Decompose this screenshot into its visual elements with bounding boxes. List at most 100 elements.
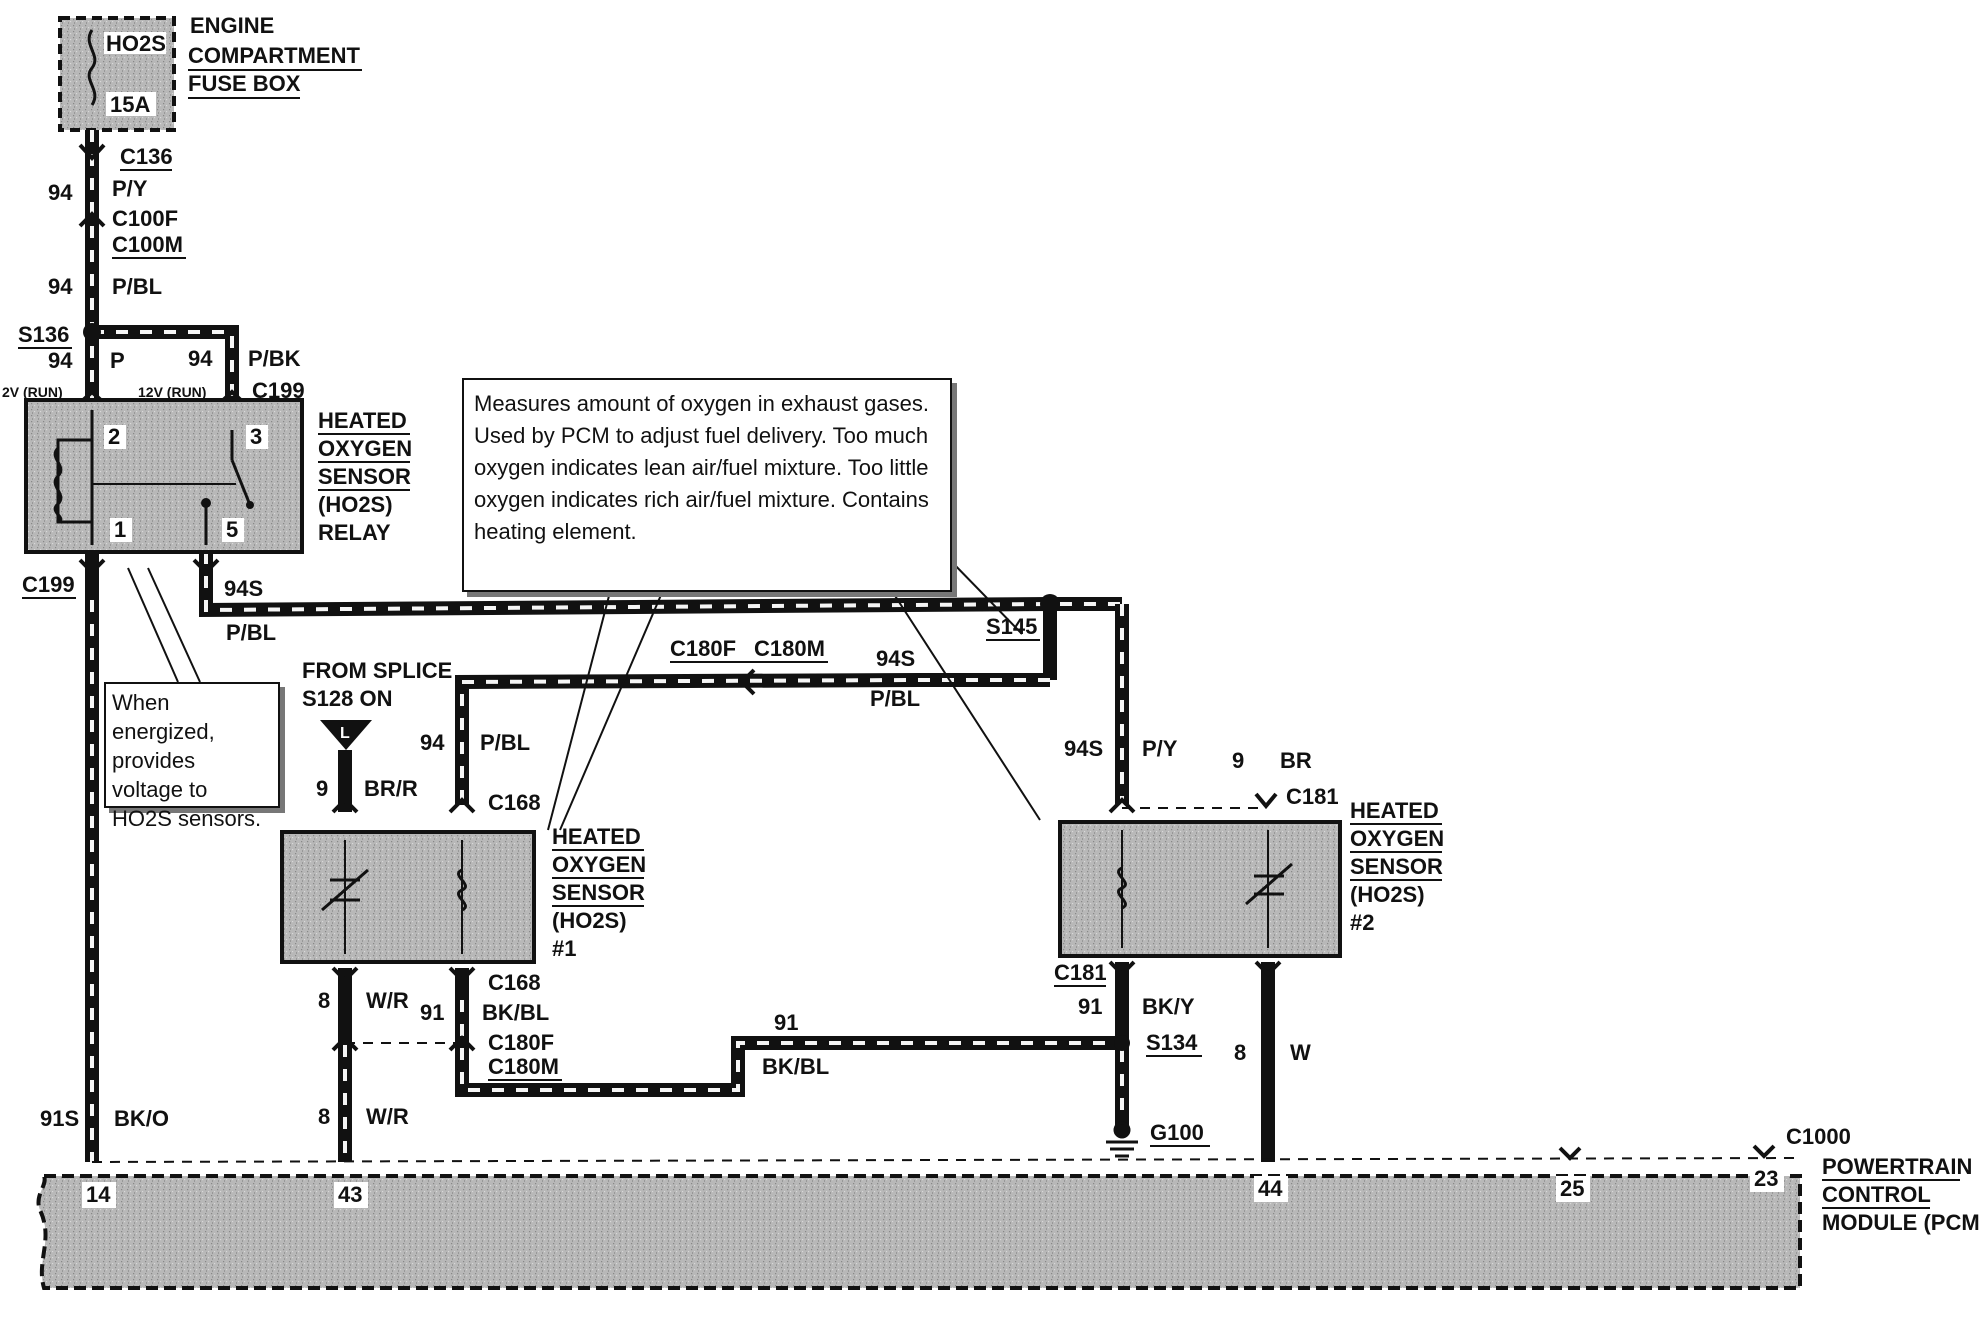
connector-label: C168 <box>488 790 541 815</box>
wire-circuit-label: 94 <box>188 346 213 371</box>
heated-oxygen-sensor-2: HEATED OXYGEN SENSOR (HO2S) #2 <box>1058 798 1444 958</box>
wire-circuit-label: 91S <box>40 1106 79 1131</box>
wire-circuit-label: 94S <box>876 646 915 671</box>
wire-color-label: BK/Y <box>1142 994 1195 1019</box>
pcm-pin-label: 44 <box>1258 1176 1283 1201</box>
relay-voltage-left: 2V (RUN) <box>2 384 63 400</box>
sensor2-title-line: OXYGEN <box>1350 826 1444 851</box>
connector-labels: C136 C100F C100M S136 C199 C199 C180F C1… <box>18 144 1851 1149</box>
fuse-box-title-line: COMPARTMENT <box>188 43 360 68</box>
connector-marks <box>78 143 1776 1161</box>
splice-label: S145 <box>986 614 1037 639</box>
splice-label: S136 <box>18 322 69 347</box>
connector-label: C100F <box>112 206 178 231</box>
wire-color-label: P/BL <box>480 730 530 755</box>
wire-color-label: P/Y <box>1142 736 1178 761</box>
relay-switch-icon <box>230 459 252 506</box>
wire-color-label: W/R <box>366 988 409 1013</box>
heater-element-icon <box>1117 866 1127 910</box>
wire-color-label: W/R <box>366 1104 409 1129</box>
fuse-name: HO2S <box>106 31 166 56</box>
wire-circuit-label: 94 <box>48 274 73 299</box>
wire-color-label: P/BL <box>226 620 276 645</box>
splice-source: FROM SPLICE S128 ON L <box>302 658 452 750</box>
relay-note-text: When energized, provides voltage to HO2S… <box>104 682 280 831</box>
relay-voltage-right: 12V (RUN) <box>138 384 206 400</box>
relay-title-line: RELAY <box>318 520 391 545</box>
relay-pin-label: 1 <box>114 517 126 542</box>
wire-labels: 94 P/Y 94 P/BL 94 P 94 P/BK 94S P/BL 94S… <box>40 176 1312 1131</box>
relay-pin-label: 3 <box>250 424 262 449</box>
connector-label: C1000 <box>1786 1124 1851 1149</box>
relay-title-line: OXYGEN <box>318 436 412 461</box>
wire-circuit-label: 94S <box>1064 736 1103 761</box>
connector-label: C100M <box>112 232 183 257</box>
wire-color-label: P <box>110 348 125 373</box>
fuse-icon <box>87 29 97 106</box>
sensor-description-note: Measures amount of oxygen in exhaust gas… <box>462 378 952 592</box>
wire-circuit-label: 94 <box>48 180 73 205</box>
wire-color-label: BK/BL <box>482 1000 549 1025</box>
wire-color-label: BR <box>1280 748 1312 773</box>
connector-label: C180F <box>488 1030 554 1055</box>
sensor1-title-line: #1 <box>552 936 576 961</box>
sensor1-title-line: SENSOR <box>552 880 645 905</box>
sensor2-title-line: (HO2S) <box>1350 882 1425 907</box>
connector-label: C180M <box>754 636 825 661</box>
wire-color-label: P/BL <box>870 686 920 711</box>
wire-circuit-label: 91 <box>420 1000 444 1025</box>
connector-label: C199 <box>22 572 75 597</box>
wire-color-label: BK/O <box>114 1106 169 1131</box>
heater-element-icon <box>457 868 467 912</box>
connector-label: C181 <box>1054 960 1107 985</box>
wire-color-label: P/Y <box>112 176 148 201</box>
pcm-title-line: MODULE (PCM <box>1822 1210 1980 1235</box>
pcm-title-line: CONTROL <box>1822 1182 1931 1207</box>
connector-label: C181 <box>1286 784 1339 809</box>
wire-color-label: BK/BL <box>762 1054 829 1079</box>
relay-coil-icon <box>53 446 63 524</box>
wire-circuit-label: 91 <box>774 1010 798 1035</box>
connector-label: C199 <box>252 378 305 403</box>
wire-circuit-label: 8 <box>318 1104 330 1129</box>
relay-title-line: (HO2S) <box>318 492 393 517</box>
variable-resistor-icon <box>1245 862 1293 906</box>
relay-pin-label: 5 <box>226 517 238 542</box>
connector-label: C168 <box>488 970 541 995</box>
splice-tag: L <box>340 725 350 742</box>
sensor-note-text: Measures amount of oxygen in exhaust gas… <box>462 378 952 592</box>
powertrain-control-module: 14 43 44 25 23 POWERTRAIN CONTROL MODULE… <box>36 1154 1980 1290</box>
connector-label: C136 <box>120 144 173 169</box>
variable-resistor-icon <box>321 868 369 912</box>
fuse-rating: 15A <box>110 92 150 117</box>
wire-circuit-label: 94S <box>224 576 263 601</box>
engine-compartment-fuse-box: HO2S 15A ENGINE COMPARTMENT FUSE BOX <box>58 13 362 132</box>
pcm-pin-label: 23 <box>1754 1166 1778 1191</box>
wire-lines <box>85 130 1801 1163</box>
pcm-pin-label: 43 <box>338 1182 362 1207</box>
splice-label: S134 <box>1146 1030 1198 1055</box>
relay-pin-label: 2 <box>108 424 120 449</box>
wire-color-label: P/BL <box>112 274 162 299</box>
wire-circuit-label: 94 <box>420 730 445 755</box>
pcm-pin-label: 25 <box>1560 1176 1584 1201</box>
pcm-pin-label: 14 <box>86 1182 111 1207</box>
wire-circuit-label: 9 <box>1232 748 1244 773</box>
wire-circuit-label: 91 <box>1078 994 1102 1019</box>
wire-circuit-label: 8 <box>318 988 330 1013</box>
splice-dots <box>83 323 1130 1051</box>
sensor2-title-line: SENSOR <box>1350 854 1443 879</box>
relay-title-line: SENSOR <box>318 464 411 489</box>
wire-circuit-label: 8 <box>1234 1040 1246 1065</box>
sensor1-title-line: OXYGEN <box>552 852 646 877</box>
relay-title-line: HEATED <box>318 408 407 433</box>
heated-oxygen-sensor-1: HEATED OXYGEN SENSOR (HO2S) #1 <box>280 824 646 964</box>
sensor2-title-line: HEATED <box>1350 798 1439 823</box>
fuse-box-title-line: FUSE BOX <box>188 71 301 96</box>
relay-description-note: When energized, provides voltage to HO2S… <box>104 682 280 831</box>
sensor1-title-line: (HO2S) <box>552 908 627 933</box>
wire-circuit-label: 94 <box>48 348 73 373</box>
ho2s-relay: 2 3 1 5 HEATED OXYGEN SENSOR (HO2S) RELA… <box>2 384 412 554</box>
connector-label: C180F <box>670 636 736 661</box>
